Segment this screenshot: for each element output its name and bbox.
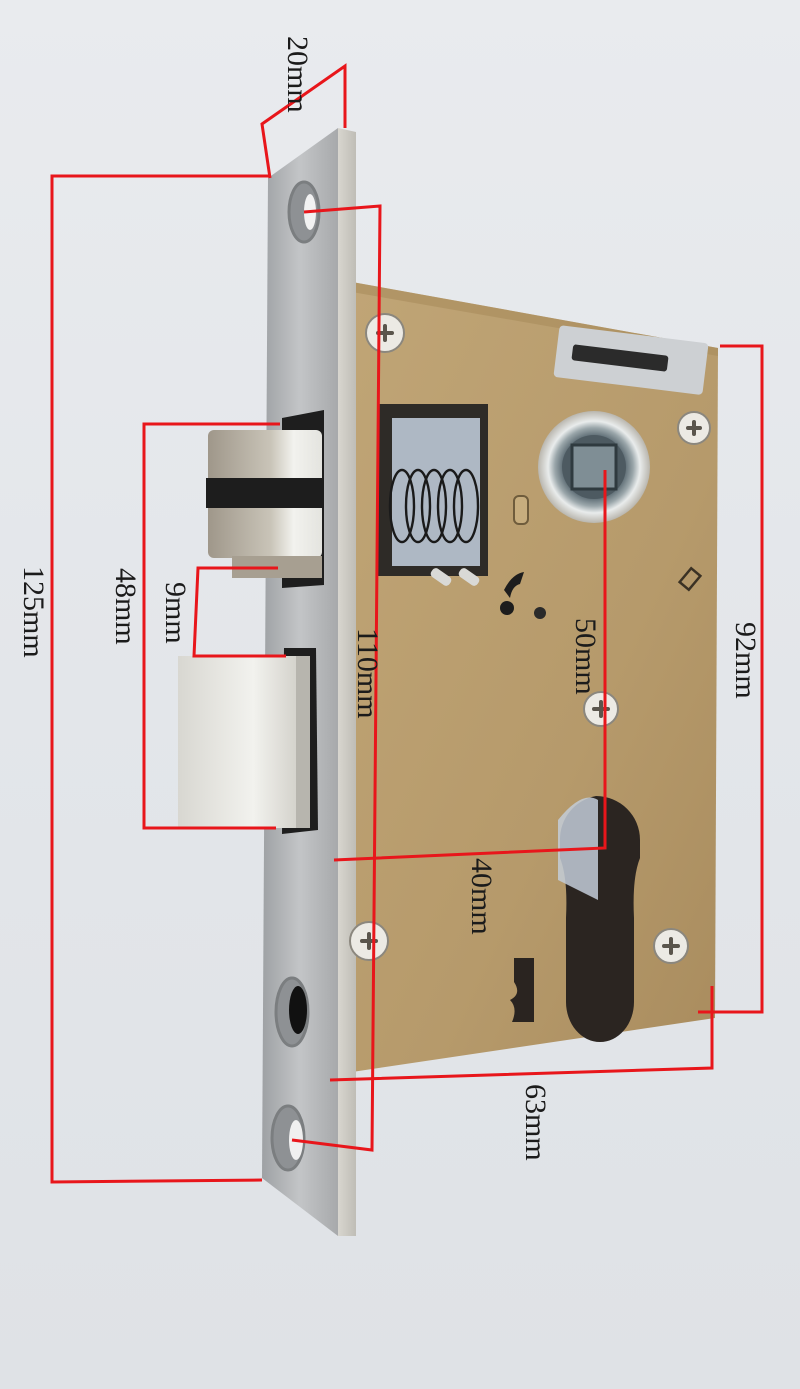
label-110mm: 110mm <box>351 628 384 719</box>
label-92mm: 92mm <box>729 622 762 699</box>
deadbolt <box>178 648 318 834</box>
label-9mm: 9mm <box>159 582 192 644</box>
label-125mm: 125mm <box>17 566 50 658</box>
label-63mm: 63mm <box>519 1084 552 1161</box>
label-48mm: 48mm <box>109 568 142 645</box>
label-40mm: 40mm <box>465 858 498 935</box>
label-50mm: 50mm <box>569 618 602 695</box>
label-20mm: 20mm <box>281 36 314 113</box>
latch-bolt <box>206 410 324 588</box>
